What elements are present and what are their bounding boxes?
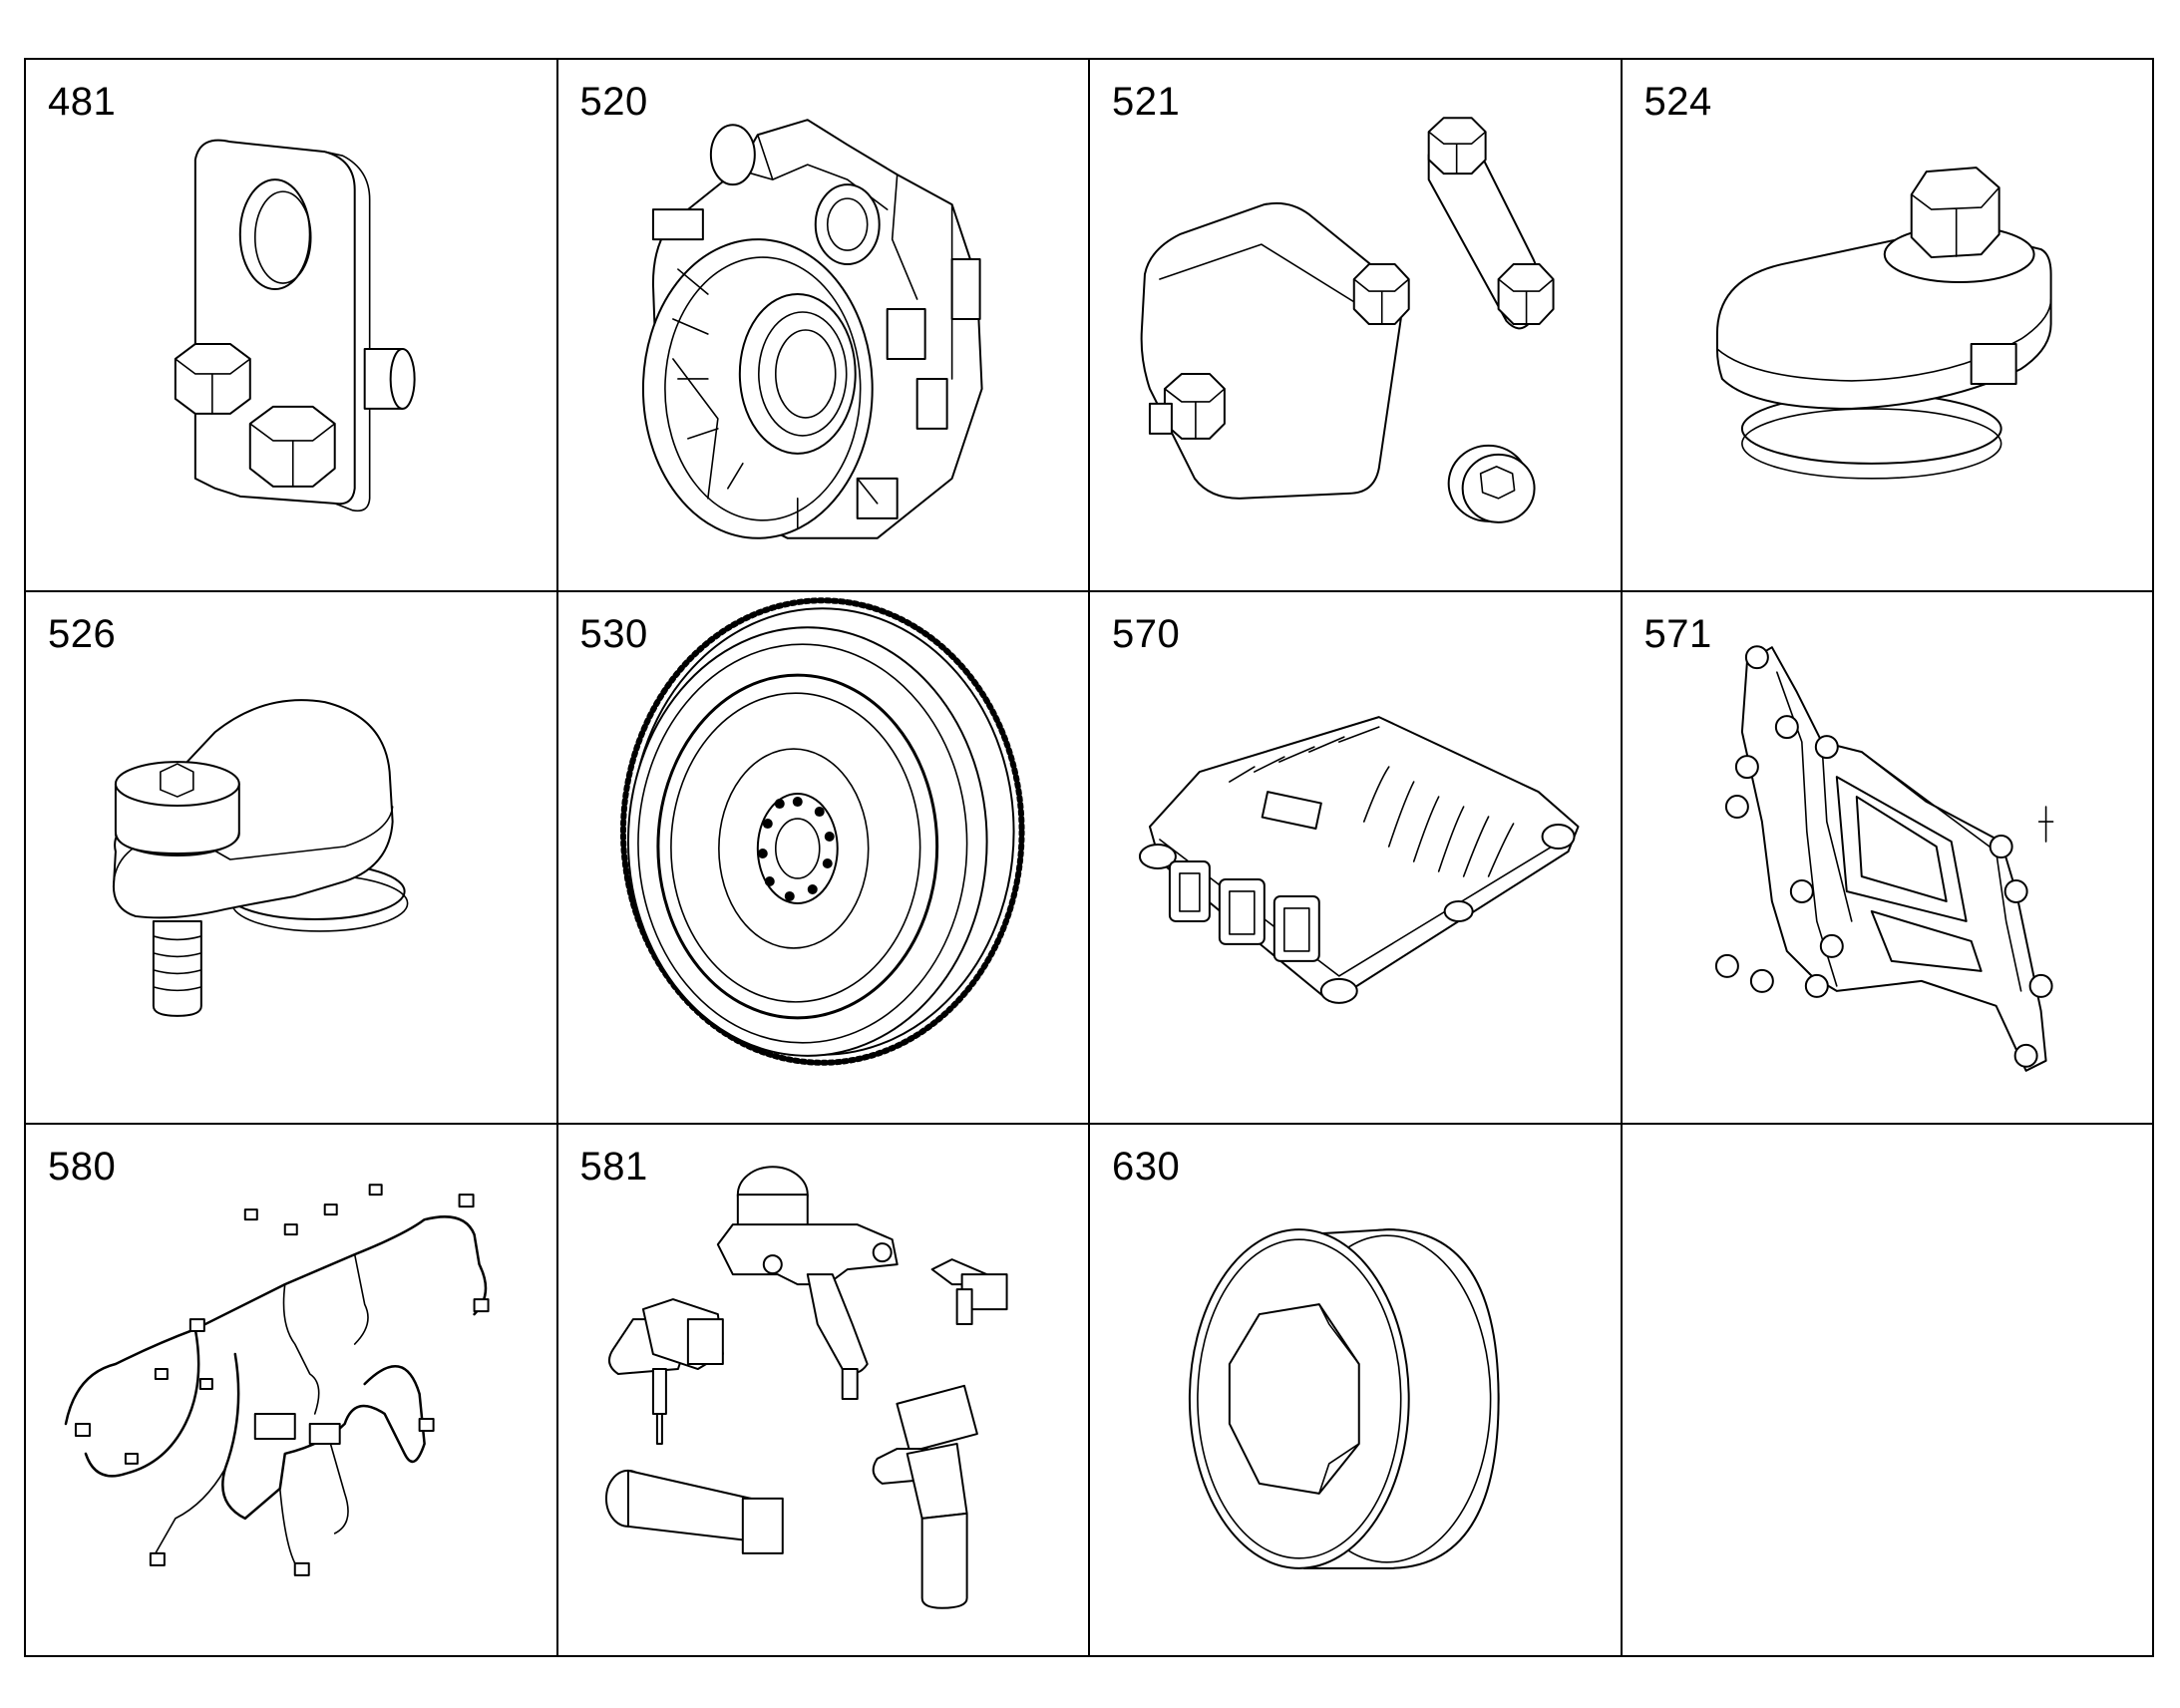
flywheel-housing-icon [558,60,1089,590]
part-cell-521[interactable]: 521 [1090,60,1623,592]
part-cell-580[interactable]: 580 [26,1125,558,1657]
part-cell-526[interactable]: 526 [26,592,558,1125]
bracket-with-bolts-icon [26,60,556,590]
part-cell-570[interactable]: 570 [1090,592,1623,1125]
part-number: 524 [1643,80,1712,124]
empty-cell [1622,1125,2154,1657]
part-number: 521 [1112,80,1181,124]
mounting-frame-icon [1623,592,2153,1123]
engine-control-unit-icon [1090,592,1621,1123]
cover-plates-with-bolts-icon [1090,60,1621,590]
part-number: 481 [48,80,117,124]
hex-socket-plug-icon [1090,1125,1621,1655]
part-number: 571 [1643,612,1712,656]
part-cell-524[interactable]: 524 [1622,60,2154,592]
part-number: 580 [48,1145,117,1189]
part-cell-581[interactable]: 581 [557,1125,1090,1657]
sensors-set-icon [558,1125,1089,1655]
part-number: 630 [1112,1145,1181,1189]
part-cell-520[interactable]: 520 [557,60,1090,592]
part-cell-481[interactable]: 481 [26,60,558,592]
part-number: 530 [579,612,648,656]
part-cell-530[interactable]: 530 [557,592,1090,1125]
part-number: 570 [1112,612,1181,656]
part-cell-571[interactable]: 571 [1622,592,2154,1125]
flywheel-ring-gear-icon [558,592,1089,1123]
part-number: 581 [579,1145,648,1189]
part-number: 520 [579,80,648,124]
cover-with-socket-screw-icon [26,592,556,1123]
part-cell-630[interactable]: 630 [1090,1125,1623,1657]
wiring-harness-icon [26,1125,556,1655]
cover-with-hex-bolt-icon [1623,60,2153,590]
parts-grid: 481 520 [24,58,2154,1657]
part-number: 526 [48,612,117,656]
